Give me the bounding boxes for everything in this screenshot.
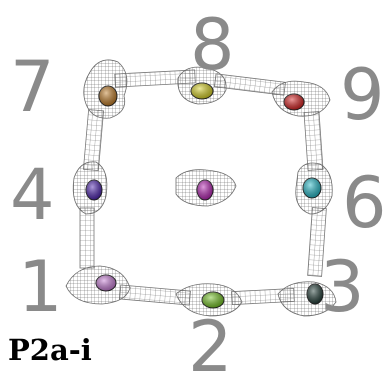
site-number-6: 6 — [342, 168, 386, 238]
site-number-2: 2 — [188, 312, 233, 382]
figure-caption: P2a-i — [8, 336, 92, 365]
site-number-1: 1 — [18, 252, 63, 322]
site-number-3: 3 — [320, 252, 365, 322]
site-number-9: 9 — [340, 60, 385, 130]
site-number-8: 8 — [190, 10, 235, 80]
site-number-7: 7 — [10, 52, 55, 122]
site-number-4: 4 — [10, 160, 55, 230]
